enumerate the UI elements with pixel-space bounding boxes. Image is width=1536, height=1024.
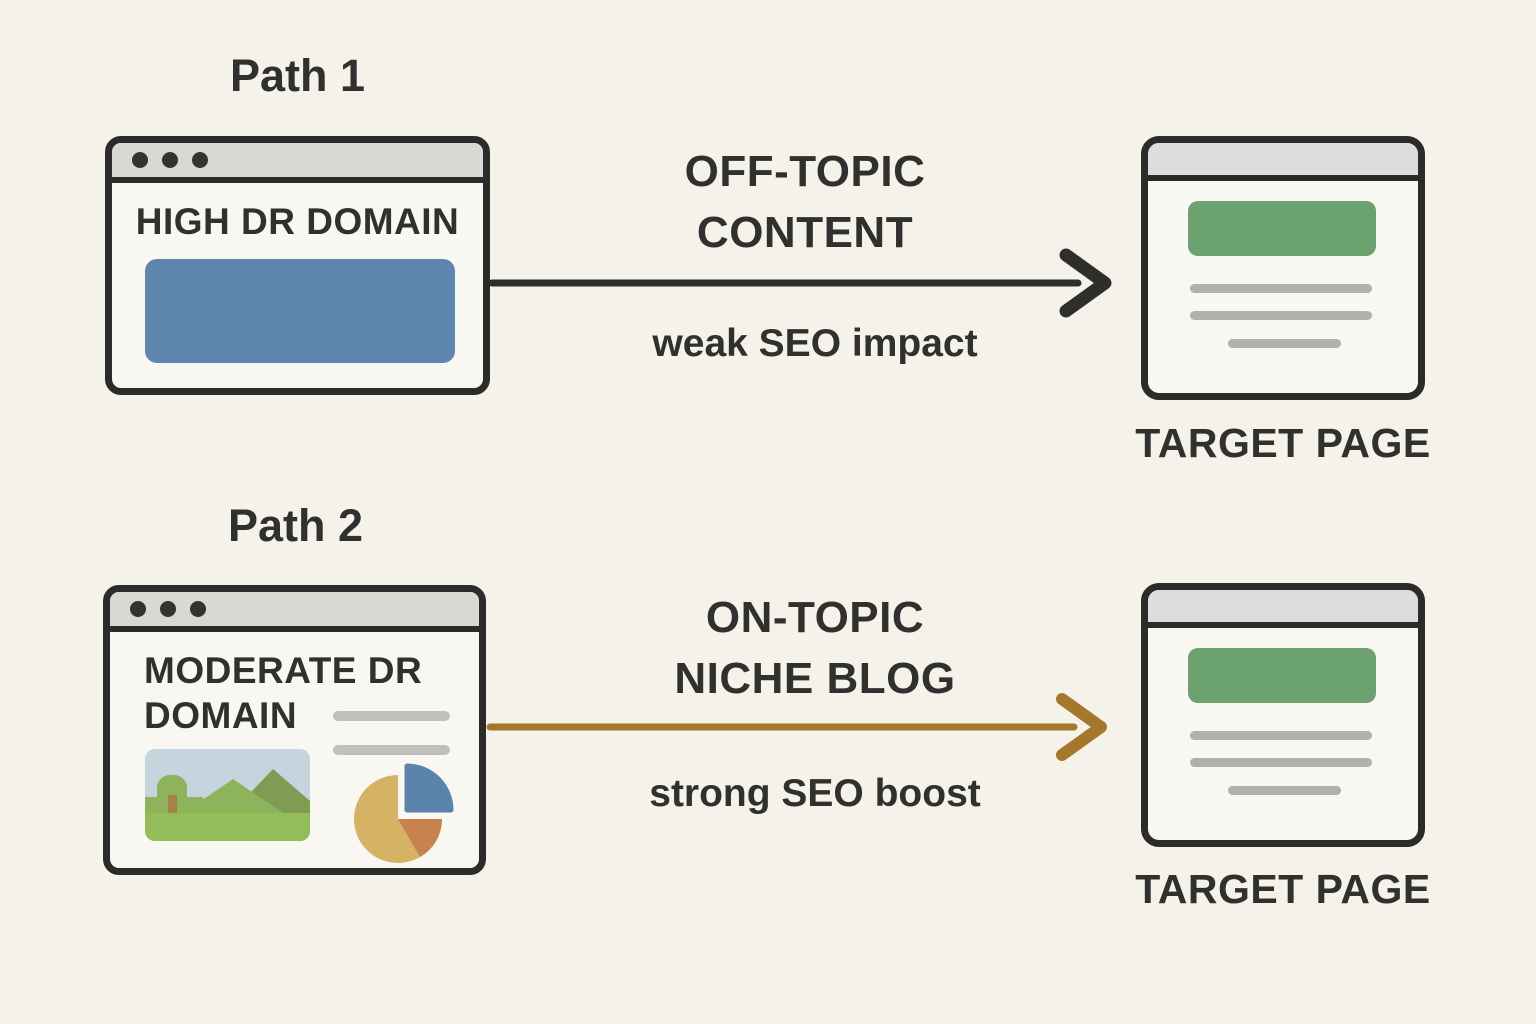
pie-chart-icon <box>354 763 454 863</box>
target-page-window-1 <box>1141 136 1425 400</box>
arrow2-label: ON-TOPIC NICHE BLOG <box>565 588 1065 709</box>
path1-title: Path 1 <box>229 50 366 101</box>
moderate-dr-domain-label: MODERATE DR DOMAIN <box>144 650 423 737</box>
target-page-window-2 <box>1141 583 1425 847</box>
landscape-image-icon <box>145 749 310 841</box>
blue-content-block <box>145 259 455 363</box>
text-line <box>333 711 450 721</box>
arrow1-label-line2: CONTENT <box>696 207 914 257</box>
window-body: HIGH DR DOMAIN <box>112 183 483 382</box>
window-titlebar <box>110 592 479 632</box>
arrow1-label: OFF-TOPIC CONTENT <box>555 142 1055 263</box>
window-dot-icon <box>160 601 176 617</box>
moderate-dr-domain-window: MODERATE DR DOMAIN <box>103 585 486 875</box>
high-dr-domain-window: HIGH DR DOMAIN <box>105 136 490 395</box>
gold-arrow-icon <box>486 693 1107 761</box>
text-line <box>1228 339 1341 348</box>
high-dr-domain-label: HIGH DR DOMAIN <box>135 201 460 242</box>
window-body: MODERATE DR DOMAIN <box>110 632 479 863</box>
window-dot-icon <box>190 601 206 617</box>
target-page-caption-2: TARGET PAGE <box>1135 866 1431 912</box>
target-window-body <box>1148 181 1418 387</box>
arrow1-label-line1: OFF-TOPIC <box>684 147 926 196</box>
green-content-block <box>1188 201 1376 256</box>
text-line <box>1228 786 1341 795</box>
text-line <box>1190 731 1372 740</box>
window-titlebar <box>112 143 483 183</box>
text-line <box>333 745 450 755</box>
target-window-body <box>1148 628 1418 834</box>
arrow2-label-line2: NICHE BLOG <box>674 653 956 703</box>
target-window-header <box>1148 143 1418 181</box>
target-page-caption-1: TARGET PAGE <box>1135 420 1431 466</box>
arrow1-subtitle: weak SEO impact <box>652 322 978 365</box>
path2-title: Path 2 <box>227 500 364 551</box>
arrow2-subtitle: strong SEO boost <box>649 772 981 815</box>
text-line <box>1190 758 1372 767</box>
black-arrow-icon <box>488 248 1112 318</box>
target-window-header <box>1148 590 1418 628</box>
window-dot-icon <box>130 601 146 617</box>
green-content-block <box>1188 648 1376 703</box>
window-dot-icon <box>192 152 208 168</box>
window-dot-icon <box>162 152 178 168</box>
text-line <box>1190 284 1372 293</box>
window-dot-icon <box>132 152 148 168</box>
arrow2-label-line1: ON-TOPIC <box>705 593 925 642</box>
text-line <box>1190 311 1372 320</box>
